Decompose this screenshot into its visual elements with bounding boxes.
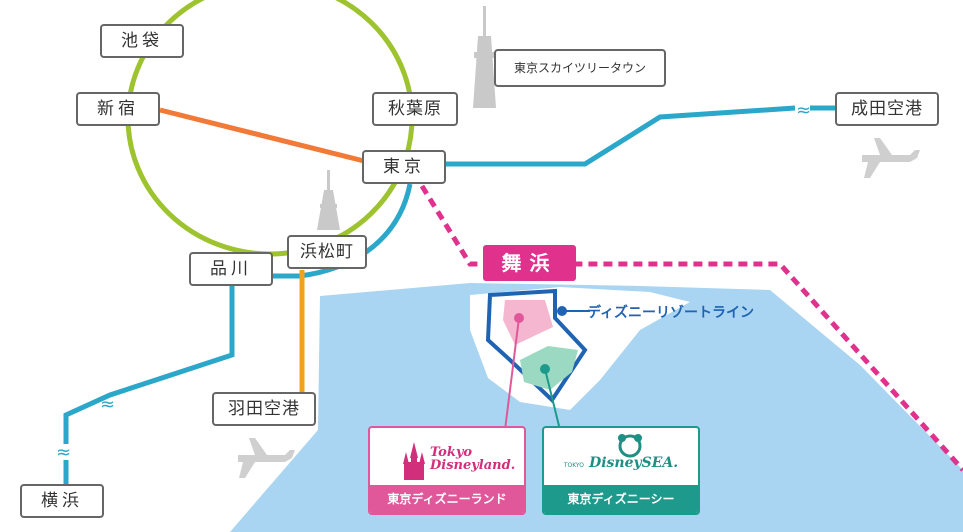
station-maihama[interactable]: 舞浜: [483, 245, 576, 281]
station-akihabara[interactable]: 秋葉原: [372, 92, 458, 126]
station-ikebukuro[interactable]: 池袋: [100, 24, 184, 58]
disneysea-logo-small: TOKYO: [563, 462, 584, 469]
disneyland-logo: Tokyo Disneyland.: [370, 428, 524, 488]
disneyland-logo-line1: Tokyo: [430, 445, 473, 460]
castle-icon: [403, 442, 425, 480]
resort-line-loop: [485, 288, 588, 404]
resort-line-label[interactable]: ディズニーリゾートライン: [587, 305, 755, 321]
airport-narita[interactable]: 成田空港: [835, 92, 939, 126]
tokyo-tower-icon: [317, 170, 340, 230]
disneysea-name: 東京ディズニーシー: [544, 485, 698, 513]
chuo-line: [159, 107, 369, 165]
landmark-skytree-town[interactable]: 東京スカイツリータウン: [494, 49, 666, 87]
narita-line: [440, 105, 796, 167]
line-break-mark: ≈: [796, 100, 811, 121]
park-card-disneysea[interactable]: TOKYO DisneySEA. 東京ディズニーシー: [542, 426, 700, 515]
airplane-icon: [238, 438, 295, 478]
globe-icon: [618, 434, 642, 458]
disneysea-connector: [544, 368, 561, 431]
airplane-icon: [862, 138, 920, 178]
skytree-icon: [473, 6, 496, 108]
station-shinagawa[interactable]: 品川: [189, 252, 273, 286]
park-card-disneyland[interactable]: Tokyo Disneyland. 東京ディズニーランド: [368, 426, 526, 515]
disneysea-logo-text: DisneySEA.: [589, 455, 679, 471]
station-hamamatsucho[interactable]: 浜松町: [287, 235, 367, 269]
disneyland-connector: [504, 317, 520, 431]
station-tokyo[interactable]: 東京: [362, 150, 446, 184]
line-break-mark: ≈: [100, 394, 115, 415]
disneyland-area: [503, 300, 553, 345]
keiyo-line: [419, 184, 963, 472]
disneyland-name: 東京ディズニーランド: [370, 485, 524, 513]
keihin-line: [232, 183, 413, 279]
resort-line-marker: [557, 306, 567, 316]
disneyland-logo-line2: Disneyland.: [430, 458, 516, 473]
station-shinjuku[interactable]: 新宿: [76, 92, 160, 126]
airport-haneda[interactable]: 羽田空港: [212, 392, 316, 426]
line-break-mark: ≈: [56, 442, 71, 463]
tokaido-line: [63, 282, 235, 444]
disneysea-logo: TOKYO DisneySEA.: [544, 428, 698, 488]
station-yokohama[interactable]: 横浜: [20, 484, 104, 518]
